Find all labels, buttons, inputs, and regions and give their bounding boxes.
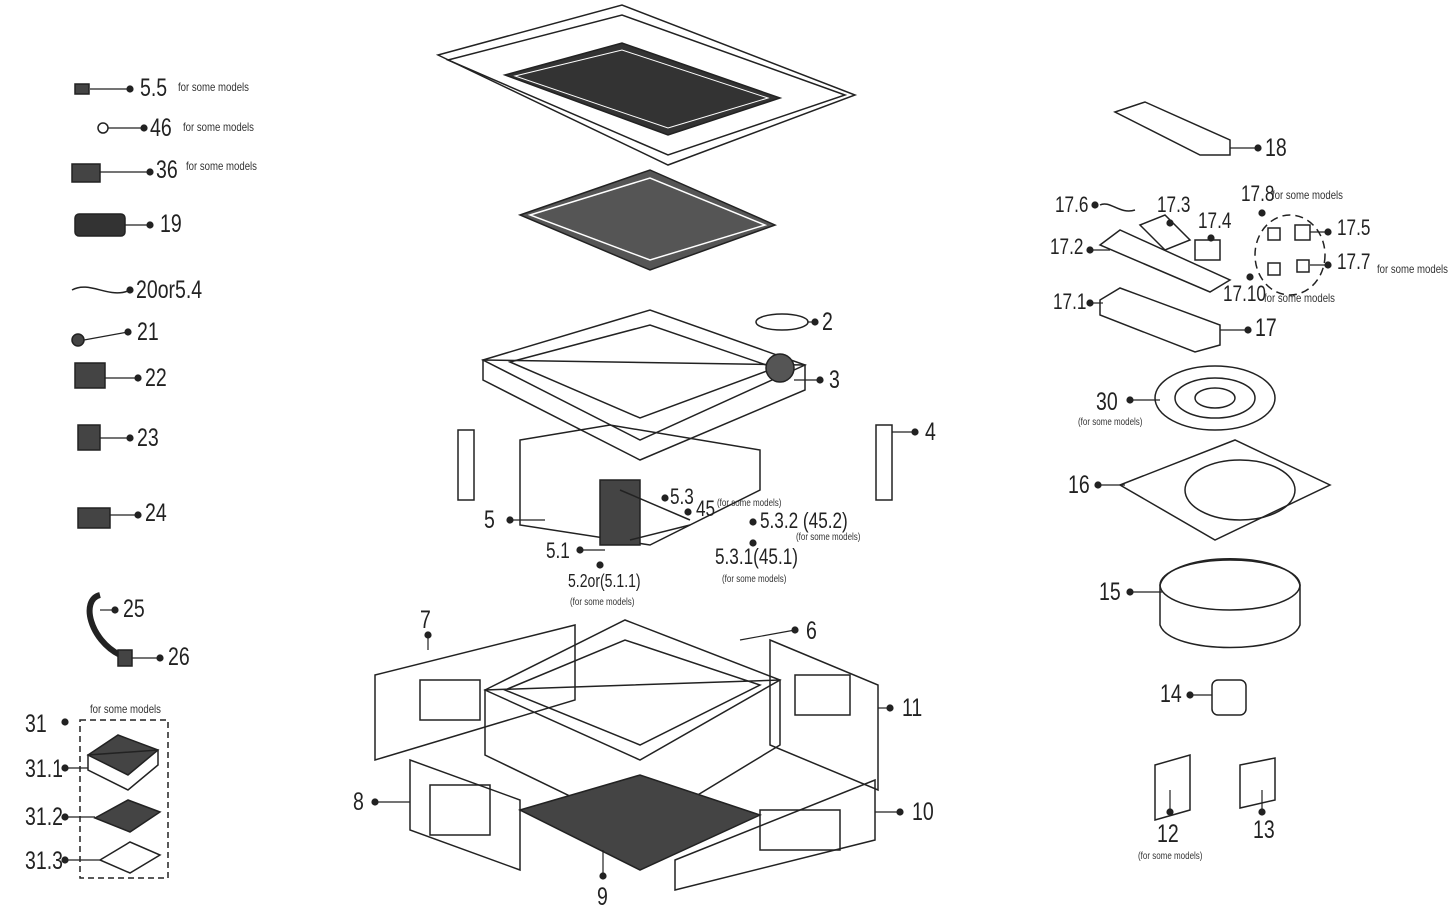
label-25: 25 [123, 595, 145, 623]
label-31-1: 31.1 [25, 755, 63, 783]
label-7: 7 [420, 606, 431, 634]
side-panel-8 [409, 758, 521, 872]
leader-lines [61, 85, 1332, 880]
label-17: 17 [1255, 314, 1277, 342]
note-5-2: (for some models) [570, 597, 635, 608]
label-5: 5 [484, 506, 495, 534]
label-17-4: 17.4 [1198, 208, 1232, 233]
label-30: 30 [1096, 388, 1118, 416]
note-5-3-2: (for some models) [796, 532, 861, 543]
chassis-6 [483, 619, 782, 831]
label-26: 26 [168, 643, 190, 671]
label-13: 13 [1253, 816, 1275, 844]
note-45: (for some models) [717, 498, 782, 509]
label-2: 2 [822, 308, 833, 336]
side-panel-7 [374, 624, 576, 762]
label-17-2: 17.2 [1050, 234, 1084, 259]
note-30: (for some models) [1078, 417, 1143, 428]
label-5-5: 5.5 [140, 74, 168, 102]
label-17-6: 17.6 [1055, 192, 1089, 217]
note-31: for some models [90, 702, 161, 716]
side-panel-11 [769, 638, 879, 792]
note-17-8: for some models [1272, 188, 1343, 202]
left-parts [71, 83, 169, 879]
label-12: 12 [1157, 820, 1179, 848]
label-17-1: 17.1 [1053, 289, 1087, 314]
label-3: 3 [829, 366, 840, 394]
drain-pan-9 [517, 774, 763, 871]
label-22: 22 [145, 364, 167, 392]
bracket-4 [875, 424, 893, 501]
note-36: for some models [186, 159, 257, 173]
label-16: 16 [1068, 471, 1090, 499]
note-17-10: for some models [1264, 291, 1335, 305]
label-21: 21 [137, 318, 159, 346]
label-5-3: 5.3 [670, 484, 694, 509]
right-parts [1098, 101, 1332, 821]
label-5-1: 5.1 [546, 538, 570, 563]
foam-frame-3 [480, 309, 808, 461]
label-45: 45 [696, 496, 716, 521]
label-46: 46 [150, 114, 172, 142]
note-46: for some models [183, 120, 254, 134]
note-12: (for some models) [1138, 851, 1203, 862]
label-14: 14 [1160, 680, 1182, 708]
label-5-3-1: 5.3.1(45.1) [715, 544, 798, 569]
label-19: 19 [160, 210, 182, 238]
label-15: 15 [1099, 578, 1121, 606]
side-panel-10 [674, 778, 876, 891]
front-panel [435, 4, 858, 166]
label-24: 24 [145, 499, 167, 527]
label-17-7: 17.7 [1337, 249, 1371, 274]
label-17-10: 17.10 [1223, 281, 1266, 306]
note-5-5: for some models [178, 80, 249, 94]
label-9: 9 [597, 883, 608, 911]
label-8: 8 [353, 788, 364, 816]
label-11: 11 [902, 694, 923, 722]
evaporator-coil-5 [519, 424, 761, 546]
label-31: 31 [25, 710, 47, 738]
label-31-3: 31.3 [25, 847, 63, 875]
part-2-ring [755, 313, 809, 331]
label-31-2: 31.2 [25, 803, 63, 831]
label-10: 10 [912, 798, 934, 826]
label-18: 18 [1265, 134, 1287, 162]
note-17-7: for some models [1377, 262, 1448, 276]
filter-grille [517, 169, 778, 271]
bracket-left [457, 429, 475, 501]
label-17-3: 17.3 [1157, 192, 1191, 217]
label-17-5: 17.5 [1337, 215, 1371, 240]
label-23: 23 [137, 424, 159, 452]
label-5-3-2: 5.3.2 (45.2) [760, 508, 848, 533]
label-6: 6 [806, 617, 817, 645]
note-5-3-1: (for some models) [722, 574, 787, 585]
label-17-8: 17.8 [1241, 181, 1275, 206]
label-36: 36 [156, 156, 178, 184]
label-4: 4 [925, 418, 936, 446]
label-20: 20or5.4 [136, 276, 203, 304]
label-5-2: 5.2or(5.1.1) [568, 571, 641, 591]
